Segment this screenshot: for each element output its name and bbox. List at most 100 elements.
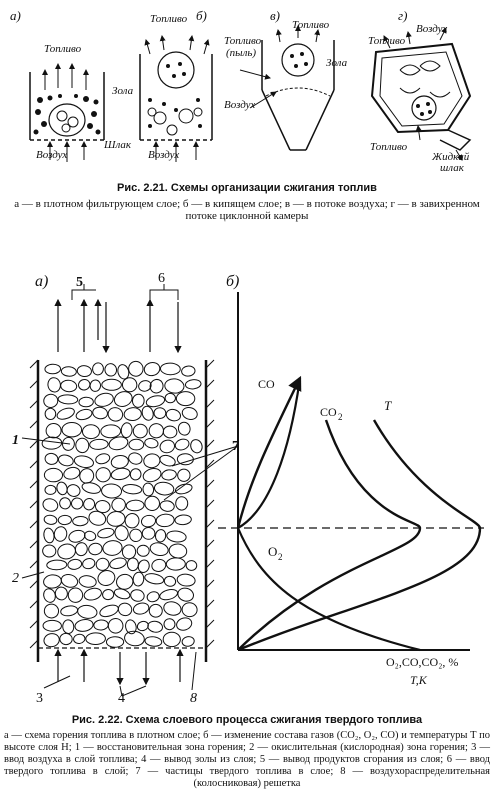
fuel-particle-bed: [41, 360, 203, 648]
fuel-particle: [141, 527, 156, 540]
fuel-particle: [184, 379, 202, 390]
fuel-particle: [68, 529, 86, 543]
fuel-particle: [174, 438, 190, 451]
label-o2-sub: 2: [278, 552, 283, 562]
fuel-particle: [159, 439, 176, 454]
label-fuel-dust: Топливо: [224, 35, 262, 47]
fuel-particle: [162, 631, 181, 648]
fuel-particle: [161, 469, 177, 481]
fuel-particle: [97, 570, 116, 586]
label-fuel-top: Топливо: [368, 35, 406, 47]
fuel-particle: [185, 560, 198, 571]
fuel-particle: [99, 604, 119, 618]
fuel-particle: [43, 514, 58, 525]
fuel-particle: [47, 377, 61, 393]
fuel-particle: [67, 587, 84, 603]
fig221-panel-b: б) Топливо Зола Воздух: [112, 8, 213, 162]
fuel-particle: [164, 392, 176, 404]
fuel-particle: [97, 527, 115, 539]
fuel-particle: [92, 362, 104, 376]
fuel-particle: [181, 407, 198, 420]
fuel-particle: [101, 483, 123, 499]
fuel-particle: [95, 467, 111, 483]
label-ash: Зола: [112, 85, 134, 97]
fuel-particle: [142, 467, 162, 483]
fuel-particle: [57, 514, 72, 526]
fuel-particle: [74, 542, 88, 557]
fuel-particle: [41, 436, 63, 450]
fuel-particle: [43, 467, 64, 483]
label-fuel: Топливо: [292, 19, 330, 31]
fuel-particle: [106, 511, 126, 527]
fuel-particle: [165, 557, 186, 571]
label-6: 6: [158, 271, 165, 286]
label-8: 8: [190, 691, 197, 706]
fuel-particle: [60, 366, 77, 377]
fuel-particle: [144, 573, 165, 585]
axis-label-temperature: T,K: [410, 673, 428, 687]
fuel-particle: [61, 422, 83, 438]
fuel-particle: [109, 557, 127, 570]
fuel-particle: [159, 454, 176, 467]
fig221-panel-g: г) Топливо Воздух Топливо Жидкий шлак: [368, 8, 472, 174]
panel-label: в): [270, 8, 280, 23]
fig222-panel-a: а): [12, 271, 239, 706]
fuel-particle: [166, 530, 187, 543]
fuel-particle: [102, 589, 115, 601]
fuel-particle: [105, 636, 125, 648]
fuel-particle: [159, 500, 175, 512]
fuel-particle: [163, 575, 177, 587]
fuel-particle: [174, 483, 193, 495]
fuel-particle: [177, 587, 194, 602]
outflow-arrows: [54, 298, 154, 352]
fuel-particle: [129, 468, 142, 481]
fuel-particle: [123, 407, 142, 422]
fuel-particle: [125, 499, 145, 512]
fuel-particle: [181, 365, 196, 377]
fuel-particle: [44, 452, 59, 465]
fuel-particle: [141, 405, 154, 421]
label-air: Воздух: [36, 149, 67, 161]
fuel-particle: [111, 497, 126, 513]
fuel-particle: [177, 468, 191, 482]
fig222-caption-title: Рис. 2.22. Схема слоевого процесса сжига…: [71, 714, 423, 726]
fuel-particle: [95, 453, 111, 465]
fuel-particle: [159, 589, 179, 601]
fuel-particle: [121, 377, 138, 393]
fuel-particle: [56, 407, 75, 420]
fuel-particle: [126, 557, 139, 572]
fuel-particle: [107, 617, 124, 634]
fuel-particle: [128, 438, 145, 451]
fuel-particle: [128, 360, 144, 377]
label-ash: Зола: [326, 57, 348, 69]
panel-label: а): [10, 8, 21, 23]
fig222-caption-text: а — схема горения топлива в плотном слое…: [4, 730, 490, 789]
fuel-particle: [124, 630, 145, 647]
fuel-particle: [102, 540, 123, 556]
fuel-particle: [81, 424, 100, 440]
wall-hatching: [29, 359, 215, 649]
fuel-particle: [108, 436, 129, 451]
fuel-particle: [75, 437, 90, 454]
fuel-particle: [124, 513, 140, 529]
fuel-particle: [175, 391, 196, 407]
panel-label: г): [398, 8, 407, 23]
fuel-particle: [43, 588, 56, 603]
fuel-particle: [60, 573, 79, 588]
fuel-particle: [163, 601, 182, 616]
fluid-bed: [148, 62, 202, 128]
fuel-particle: [181, 602, 198, 618]
fuel-particle: [104, 363, 118, 377]
fuel-particle: [57, 454, 74, 467]
fuel-particle: [168, 543, 188, 559]
curve-o2: [236, 527, 421, 652]
fuel-particle: [89, 379, 102, 392]
fuel-particle: [147, 620, 163, 633]
fuel-particle: [70, 497, 84, 510]
fuel-particle: [110, 467, 131, 481]
fuel-particle: [44, 484, 57, 495]
fuel-particle: [54, 586, 68, 601]
fuel-particle: [76, 365, 92, 378]
fuel-particle: [81, 482, 102, 494]
